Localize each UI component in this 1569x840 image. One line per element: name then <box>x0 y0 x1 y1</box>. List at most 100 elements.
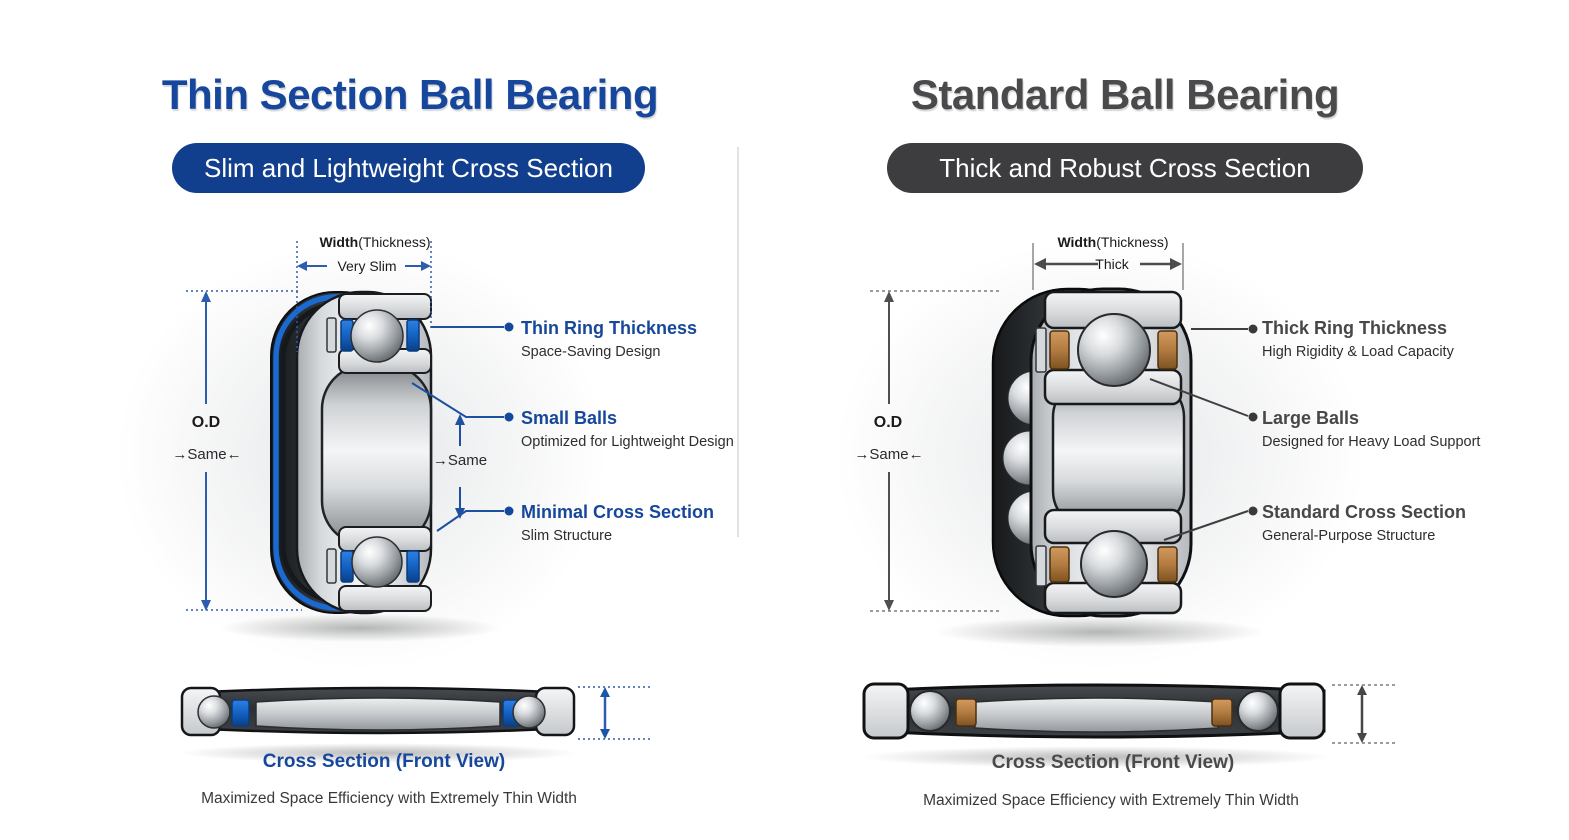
left-annotation-ring: Thin Ring Thickness Space-Saving Design <box>521 317 821 361</box>
cage-tab <box>326 317 337 353</box>
arrowhead-icon <box>600 729 610 739</box>
bore <box>320 363 433 547</box>
leader-line <box>1149 378 1249 417</box>
cage-tab <box>1035 327 1047 373</box>
annotation-heading: Large Balls <box>1262 408 1360 428</box>
left-width-value: Very Slim <box>337 258 397 274</box>
right-width-value: Thick <box>1095 256 1129 272</box>
left-bearing-shadow <box>220 614 500 642</box>
right-annotation-cross-section: Standard Cross Section General-Purpose S… <box>1262 501 1562 545</box>
leader-dot <box>504 506 514 516</box>
left-bore-dimension <box>455 414 465 519</box>
left-cs-shadow <box>178 743 578 763</box>
width-label-bold: Width <box>319 234 359 250</box>
left-cross-section-illustration <box>180 686 650 740</box>
cs-inner-band <box>255 697 501 731</box>
arrowhead-icon <box>201 600 211 611</box>
annotation-heading: Standard Cross Section <box>1262 502 1467 522</box>
arrowhead-icon <box>1357 733 1367 743</box>
cs-end-cap <box>1278 682 1326 740</box>
leader-dot <box>1248 506 1258 516</box>
blue-cage-right <box>406 550 420 583</box>
ball <box>1080 530 1148 598</box>
ball <box>1077 313 1151 387</box>
right-title: Standard Ball Bearing <box>910 71 1340 118</box>
annotation-subtext: General-Purpose Structure <box>1262 528 1436 544</box>
annotation-heading: Minimal Cross Section <box>521 502 715 522</box>
blue-cage <box>231 699 250 727</box>
right-cross-section-title: Cross Section (Front View) <box>991 752 1235 773</box>
right-leader-lines <box>1149 324 1258 541</box>
arrowhead-icon <box>297 261 307 271</box>
width-label-sub: (Thickness) <box>1096 234 1169 250</box>
arrowhead-icon <box>455 508 465 519</box>
annotation-heading: Small Balls <box>521 408 618 428</box>
arrowhead-icon <box>600 687 610 697</box>
annotation-subtext: Slim Structure <box>521 528 613 544</box>
cage-tab <box>326 548 337 584</box>
ball <box>909 690 951 732</box>
brass-cage <box>955 698 977 727</box>
arrowhead-icon <box>1170 258 1182 270</box>
arrowhead-icon <box>421 261 431 271</box>
blue-cage-left <box>340 550 354 583</box>
left-height-dimension <box>578 686 650 740</box>
brass-cage <box>1211 698 1233 727</box>
right-badge: Thick and Robust Cross Section <box>887 143 1363 193</box>
ball <box>1237 690 1279 732</box>
width-label-bold: Width <box>1057 234 1097 250</box>
right-od-label: O.D <box>873 414 903 431</box>
cage-tab <box>1035 545 1047 587</box>
right-od-dimension <box>870 290 1000 612</box>
left-bearing-illustration <box>270 290 433 615</box>
leader-dot <box>1248 324 1258 334</box>
arrowhead-icon <box>884 291 894 302</box>
center-divider <box>737 147 739 537</box>
ball <box>350 309 404 363</box>
annotation-heading: Thin Ring Thickness <box>521 318 698 338</box>
leader-line <box>1163 510 1249 541</box>
left-leader-lines <box>411 322 514 532</box>
left-bore-same-label: →Same <box>432 452 488 469</box>
leader-line <box>436 510 504 532</box>
annotation-heading: Thick Ring Thickness <box>1262 318 1448 338</box>
left-width-label: Width(Thickness) <box>295 234 455 250</box>
right-width-dimension <box>1032 243 1184 290</box>
right-od-same-label: →Same← <box>854 446 924 463</box>
left-od-label: O.D <box>191 414 221 431</box>
right-bearing-shadow <box>935 617 1265 647</box>
right-width-label: Width(Thickness) <box>1033 234 1193 250</box>
left-title: Thin Section Ball Bearing <box>161 71 659 118</box>
right-annotation-balls: Large Balls Designed for Heavy Load Supp… <box>1262 407 1562 451</box>
outer-ring-block <box>338 585 432 612</box>
left-od-dimension <box>186 290 302 611</box>
right-cs-shadow <box>861 746 1331 768</box>
annotation-subtext: High Rigidity & Load Capacity <box>1262 344 1454 360</box>
leader-line <box>411 382 504 418</box>
left-width-dimension <box>296 241 432 352</box>
right-annotation-ring: Thick Ring Thickness High Rigidity & Loa… <box>1262 317 1562 361</box>
left-annotation-cross-section: Minimal Cross Section Slim Structure <box>521 501 821 545</box>
ball <box>351 536 403 588</box>
cs-inner-band <box>974 697 1219 733</box>
annotation-subtext: Space-Saving Design <box>521 344 661 360</box>
leader-dot <box>504 322 514 332</box>
left-caption: Maximized Space Efficiency with Extremel… <box>201 790 577 807</box>
annotation-subtext: Optimized for Lightweight Design <box>521 434 734 450</box>
brass-cage-left <box>1049 546 1070 583</box>
left-od-same-label: →Same← <box>172 446 242 463</box>
brass-cage-right <box>1157 546 1178 583</box>
annotation-subtext: Designed for Heavy Load Support <box>1262 434 1481 450</box>
arrowhead-icon <box>884 600 894 611</box>
width-label-sub: (Thickness) <box>358 234 431 250</box>
right-height-dimension <box>1332 684 1398 744</box>
right-caption: Maximized Space Efficiency with Extremel… <box>923 792 1299 809</box>
left-annotation-balls: Small Balls Optimized for Lightweight De… <box>521 407 821 451</box>
right-bearing-illustration <box>991 287 1193 618</box>
arrowhead-icon <box>201 291 211 302</box>
arrowhead-icon <box>1357 685 1367 695</box>
left-cross-section-title: Cross Section (Front View) <box>262 751 506 772</box>
cs-end-cap <box>862 682 910 740</box>
